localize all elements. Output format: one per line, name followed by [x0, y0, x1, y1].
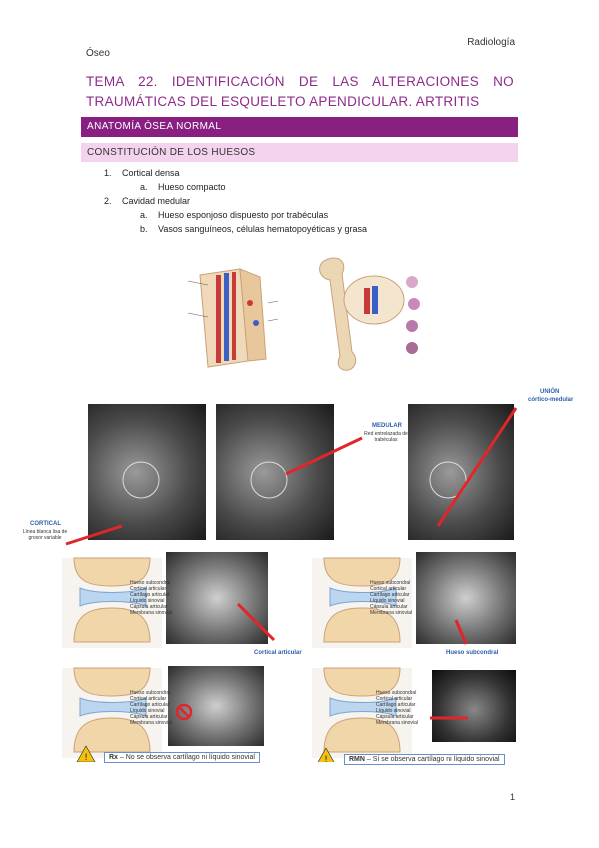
rmn-caption-text: – Sí se observa cartílago ni líquido sin…: [364, 756, 500, 763]
list-item-1: Cortical densa: [122, 168, 180, 178]
knee-mri: [432, 670, 516, 742]
joint-shapes-1: [73, 557, 151, 643]
hip-xray-annotations: [65, 407, 518, 546]
cortical-label: CORTICAL: [30, 521, 61, 527]
hip-xray-cortical: [88, 404, 206, 540]
subchondral-label: Hueso subcondral: [446, 650, 499, 656]
hip-xray-medular: [216, 404, 334, 540]
page-title: TEMA 22. IDENTIFICACIÓN DE LAS ALTERACIO…: [86, 74, 514, 109]
knee-xray-1: [166, 552, 268, 644]
medular-label: MEDULAR: [372, 423, 402, 429]
list-item-1a: Hueso compacto: [158, 182, 226, 192]
subchondral-pointer: [454, 619, 468, 645]
union-desc: córtico-medular: [528, 397, 574, 403]
list-item-2a-letter: a.: [140, 210, 148, 220]
bone-structure-illustration: [178, 263, 290, 373]
svg-text:!: !: [84, 753, 88, 762]
medular-pointer: [285, 436, 363, 476]
femur-marrow-illustration: [308, 252, 432, 376]
rx-caption-bold: Rx: [109, 754, 118, 761]
joint-labels-3: Hueso subcondral Cortical articular Cart…: [130, 690, 172, 726]
cortical-desc: Línea blanca lisa de grosor variable: [22, 529, 68, 541]
header-subject: Óseo: [86, 48, 110, 59]
rx-caption-text: – No se observa cartílago ni líquido sin…: [117, 754, 255, 761]
warning-icon-rmn: [317, 747, 335, 762]
list-item-2b: Vasos sanguíneos, células hematopoyética…: [158, 224, 367, 234]
joint-labels-2: Hueso subcondral Cortical articular Cart…: [370, 580, 412, 616]
list-item-2-num: 2.: [104, 196, 112, 206]
list-item-1a-letter: a.: [140, 182, 148, 192]
joint-labels-1: Hueso subcondral Cortical articular Cart…: [130, 580, 172, 616]
no-symbol-icon: [175, 703, 193, 721]
joint-shapes-2: [323, 557, 401, 643]
cortical-articular-pointer: [236, 602, 276, 642]
joint-labels-4: Hueso subcondral Cortical articular Cart…: [376, 690, 418, 726]
subsection-bar: CONSTITUCIÓN DE LOS HUESOS: [81, 143, 518, 162]
union-pointer: [436, 407, 518, 527]
list-item-1-num: 1.: [104, 168, 112, 178]
section-bar: ANATOMÍA ÓSEA NORMAL: [81, 117, 518, 137]
list-item-2b-letter: b.: [140, 224, 148, 234]
rmn-caption: RMN – Sí se observa cartílago ni líquido…: [344, 754, 505, 765]
cortical-articular-label: Cortical articular: [254, 650, 302, 656]
header-section: Radiología: [467, 37, 515, 48]
warning-icon-rx: [76, 745, 96, 762]
medular-desc: Red entrelazada de trabéculas: [364, 431, 408, 443]
list-item-2: Cavidad medular: [122, 196, 191, 206]
hip-xray-union: [408, 404, 514, 540]
rx-caption: Rx – No se observa cartílago ni líquido …: [104, 752, 260, 763]
joint-shapes-3: [73, 667, 151, 753]
rmn-caption-bold: RMN: [349, 756, 365, 763]
knee-xray-2: [416, 552, 516, 644]
union-label: UNIÓN: [540, 389, 560, 395]
joint-shapes-4: [323, 667, 401, 753]
svg-text:!: !: [324, 755, 328, 762]
page-number: 1: [509, 792, 515, 802]
cortical-pointer: [65, 524, 123, 546]
knee-annotations: ! !: [73, 557, 468, 762]
list-item-2a: Hueso esponjoso dispuesto por trabéculas: [158, 210, 329, 220]
